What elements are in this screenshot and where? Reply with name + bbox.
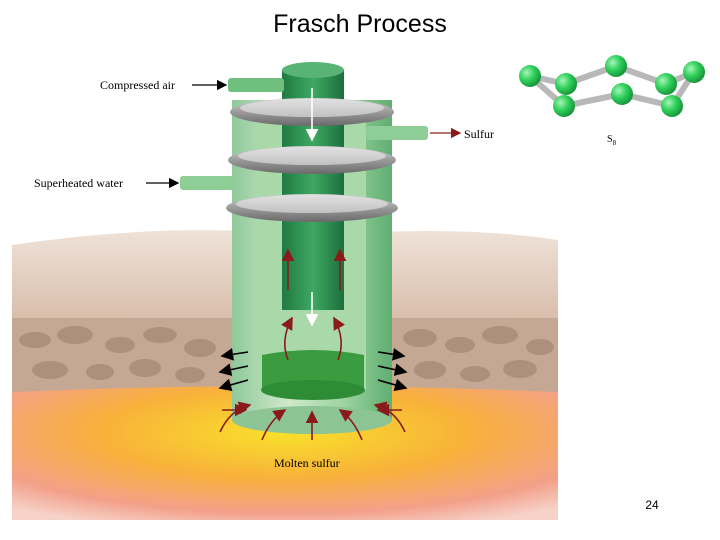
s8-molecule	[519, 55, 705, 117]
slide-title: Frasch Process	[273, 10, 447, 38]
molten-sulfur-deposit	[12, 386, 558, 520]
s8-label: S8	[607, 134, 617, 147]
s8-label-subscript: 8	[613, 139, 617, 147]
water-inlet-pipe	[180, 176, 234, 190]
compressed-air-label: Compressed air	[100, 78, 175, 92]
label-arrows	[146, 79, 462, 189]
page-number: 24	[645, 498, 659, 512]
molten-sulfur-label: Molten sulfur	[274, 456, 340, 470]
sulfur-outlet-pipe	[366, 126, 428, 140]
superheated-water-label: Superheated water	[34, 176, 123, 190]
sulfur-label: Sulfur	[464, 127, 494, 141]
casing-rings	[226, 98, 398, 222]
flow-arrows	[218, 88, 408, 441]
well-casing	[180, 62, 428, 434]
air-inlet-pipe	[228, 78, 284, 92]
s8-label-main: S	[607, 134, 613, 145]
